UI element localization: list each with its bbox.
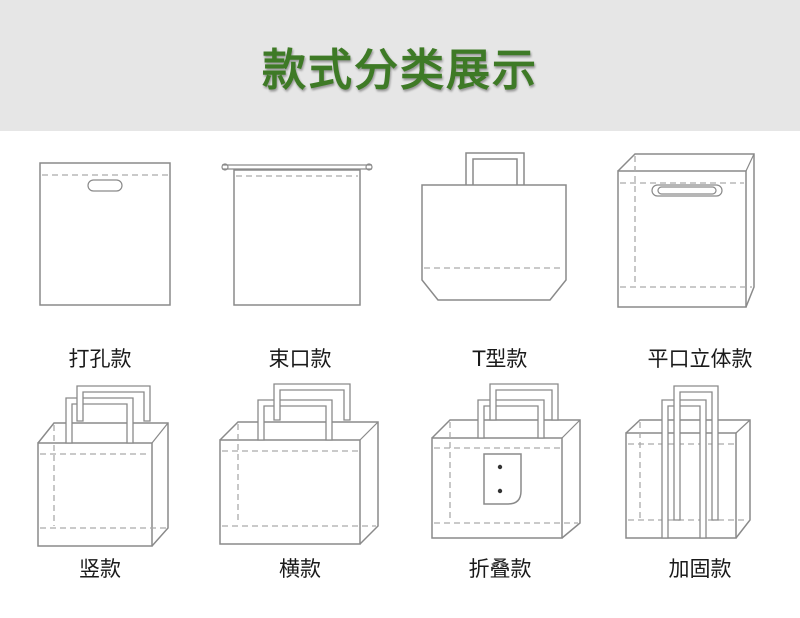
style-item-punched[interactable]: 打孔款	[0, 145, 200, 385]
style-label: 竖款	[79, 557, 121, 581]
style-label: 束口款	[268, 347, 332, 371]
style-item-foldable[interactable]: 折叠款	[400, 378, 600, 618]
foldable-bag-icon	[400, 378, 600, 618]
die-cut-handle-bag-icon	[0, 145, 200, 385]
style-label: 横款	[279, 557, 321, 581]
style-item-flat-3d[interactable]: 平口立体款	[600, 145, 800, 385]
style-label: 平口立体款	[647, 347, 753, 371]
style-label: 加固款	[668, 557, 732, 581]
page-title: 款式分类展示	[262, 45, 538, 96]
style-label: 折叠款	[468, 557, 532, 581]
flat-3d-bag-icon	[600, 145, 800, 385]
style-item-horizontal[interactable]: 横款	[200, 378, 400, 618]
reinforced-bag-icon	[600, 378, 800, 618]
t-shape-bag-icon	[400, 145, 600, 385]
style-item-reinforced[interactable]: 加固款	[600, 378, 800, 618]
style-item-drawstring[interactable]: 束口款	[200, 145, 400, 385]
style-label: T型款	[472, 347, 528, 371]
drawstring-bag-icon	[200, 145, 400, 385]
style-item-vertical[interactable]: 竖款	[0, 378, 200, 618]
horizontal-bag-icon	[200, 378, 400, 618]
style-label: 打孔款	[68, 347, 132, 371]
style-item-t-shape[interactable]: T型款	[400, 145, 600, 385]
header-banner: 款式分类展示	[0, 0, 800, 131]
vertical-bag-icon	[0, 378, 200, 618]
